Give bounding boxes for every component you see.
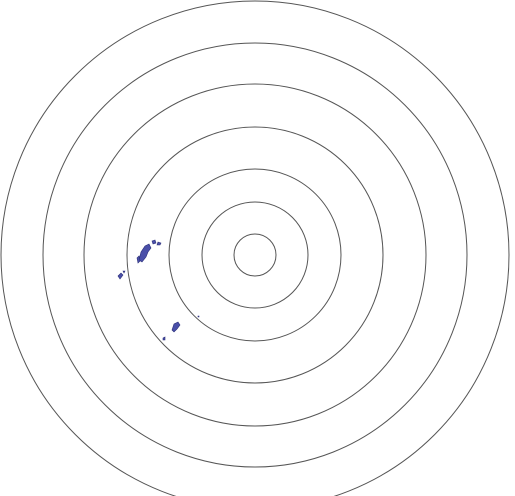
marker-fragment-upper-c bbox=[136, 255, 141, 264]
ring-5 bbox=[83, 83, 427, 427]
marker-cluster-lower bbox=[171, 321, 181, 333]
marker-fragment-upper-a bbox=[151, 239, 157, 245]
marker-fragment-upper-b bbox=[156, 241, 162, 246]
marker-cluster-group bbox=[117, 239, 200, 341]
marker-fragment-lower-a bbox=[162, 336, 166, 341]
marker-fragment-lower-b bbox=[197, 315, 200, 318]
ring-2 bbox=[201, 201, 309, 309]
ring-4 bbox=[126, 126, 384, 384]
ring-1 bbox=[233, 233, 277, 277]
marker-cluster-upper bbox=[138, 243, 152, 263]
marker-fragment-left-b bbox=[122, 270, 126, 274]
marker-fragment-left-a bbox=[117, 272, 124, 280]
ring-6 bbox=[42, 42, 468, 468]
ring-3 bbox=[168, 168, 342, 342]
